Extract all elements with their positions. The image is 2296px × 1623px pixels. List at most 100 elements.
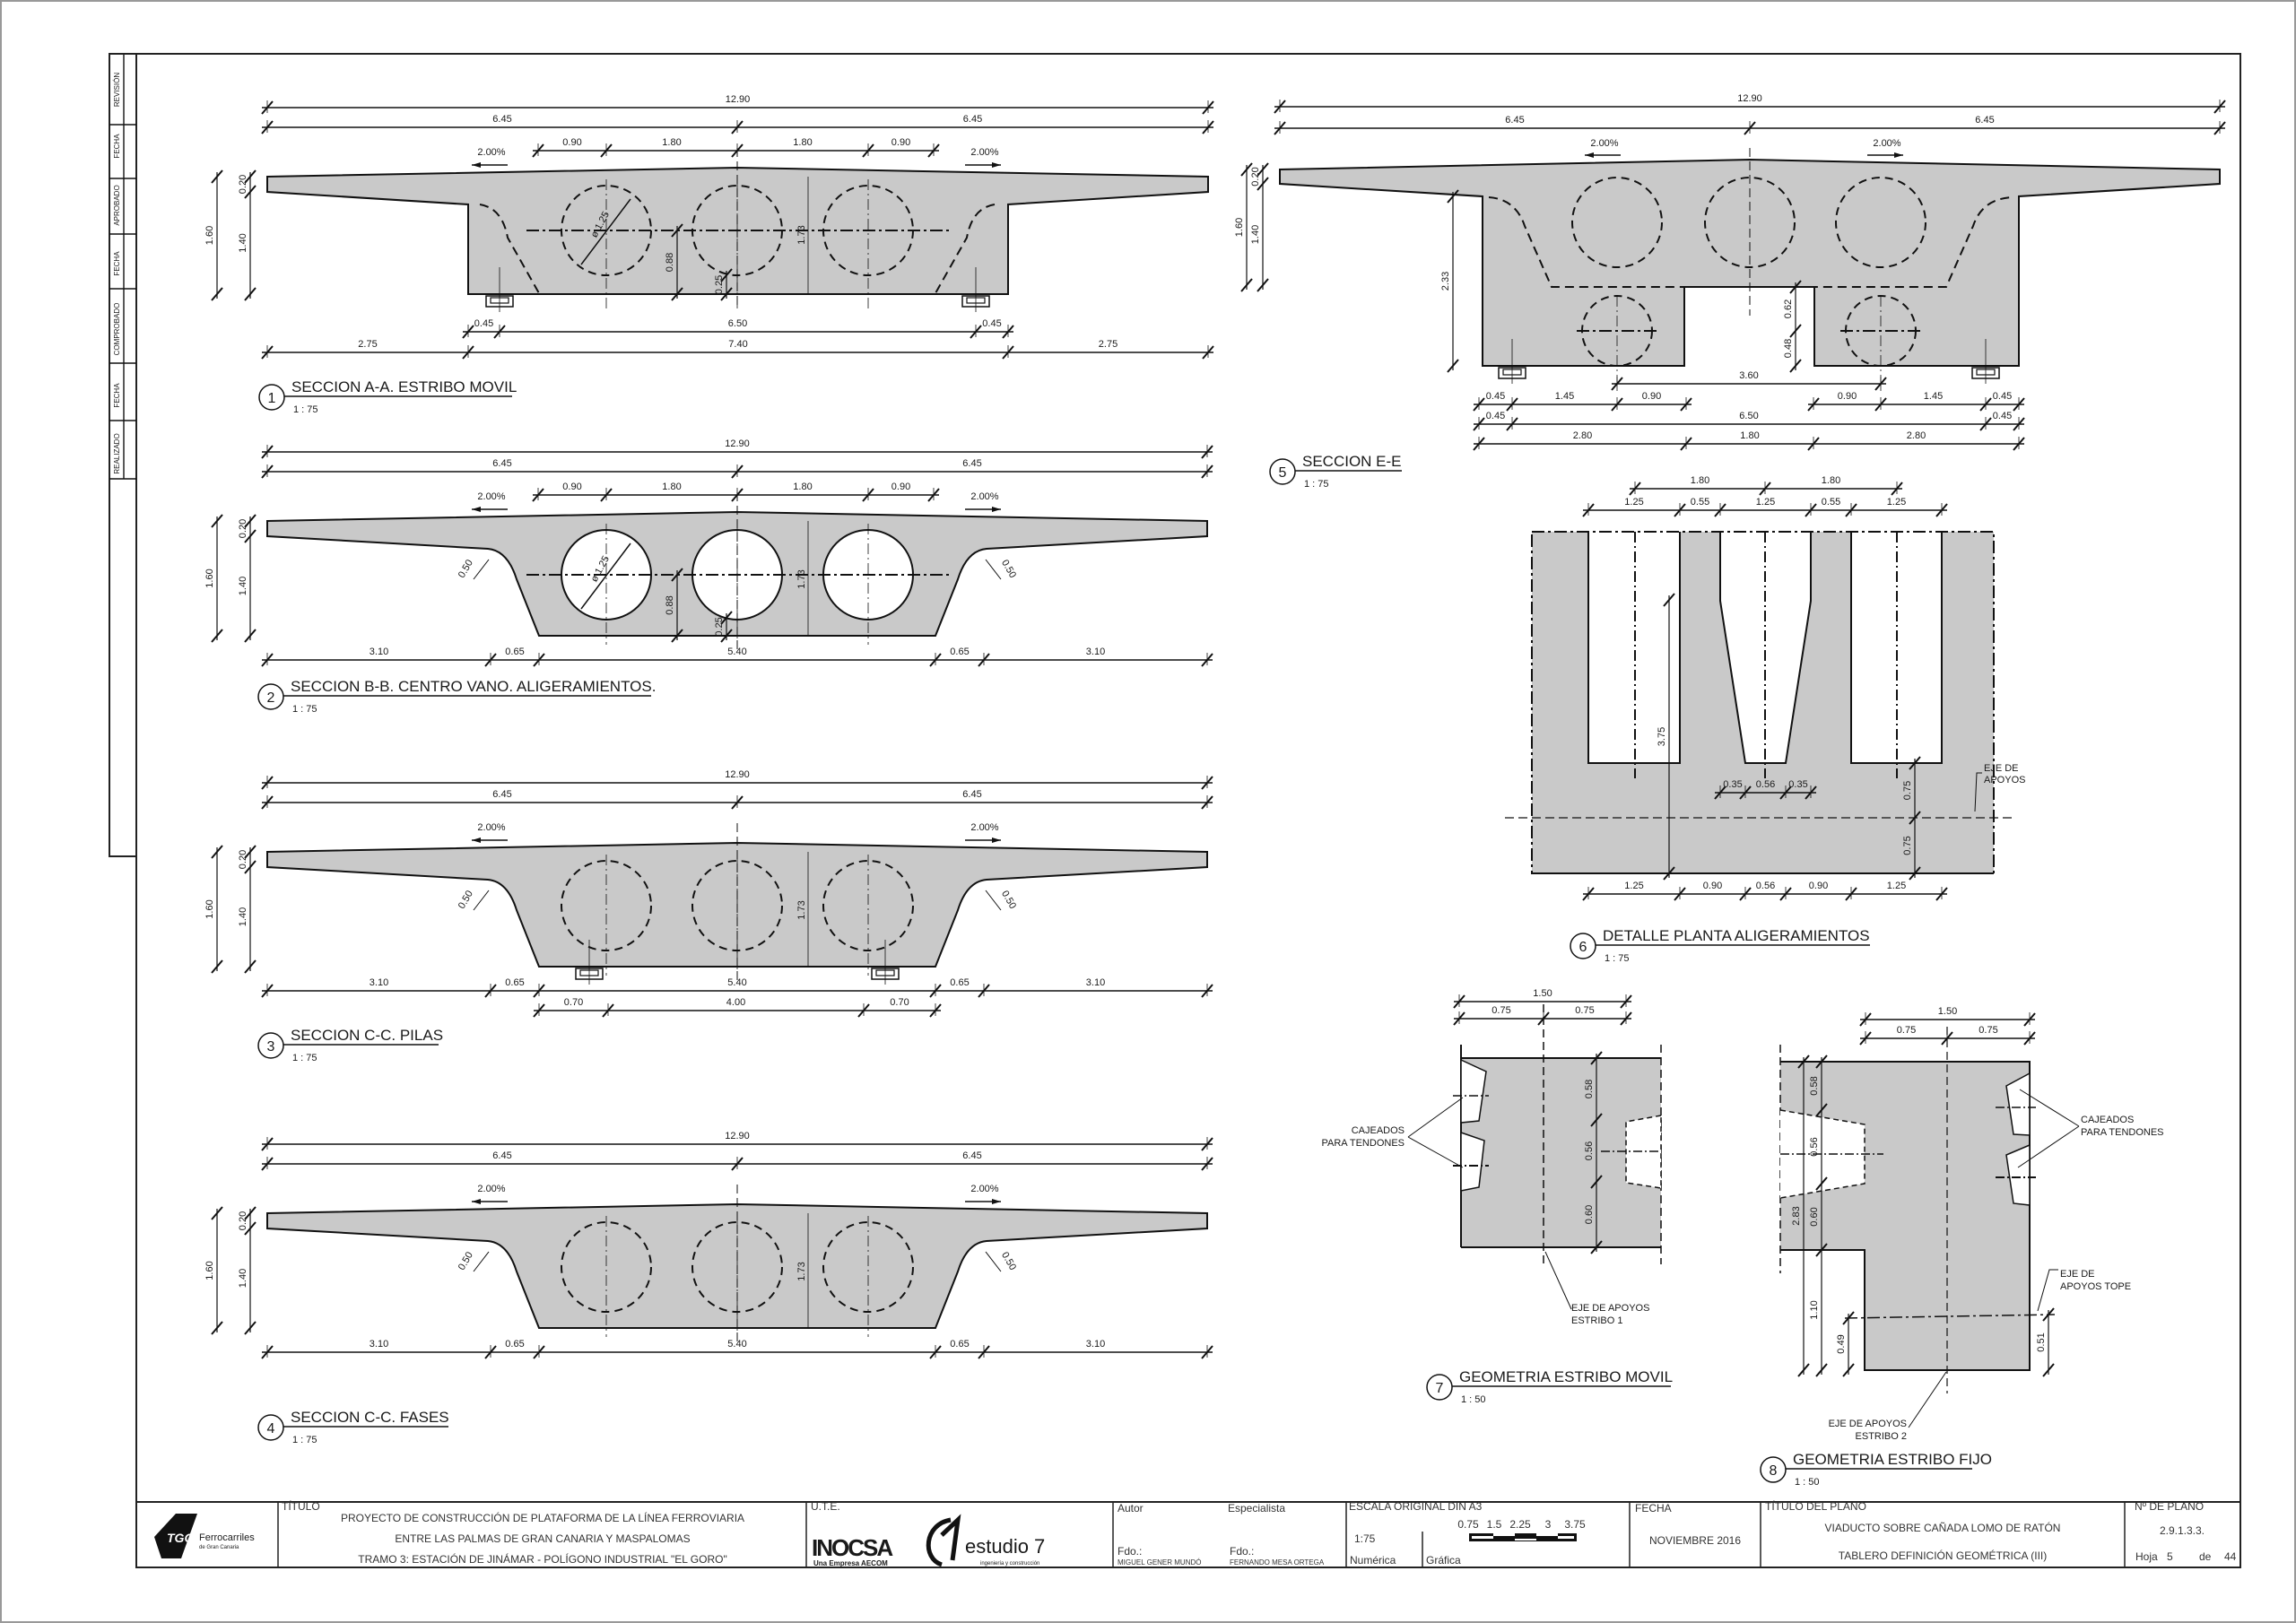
dimension-label: 0.75 bbox=[1575, 1005, 1594, 1016]
void-circle bbox=[1571, 177, 1663, 268]
dimension-label: 1.80 bbox=[793, 482, 812, 492]
slope-arrow-icon bbox=[472, 162, 508, 168]
void-circle bbox=[822, 860, 914, 951]
drawing-line bbox=[1257, 177, 1269, 191]
void-circle bbox=[561, 860, 652, 951]
dimension-vertical: 0.88 bbox=[665, 223, 683, 301]
dimension-label: 0.56 bbox=[1756, 779, 1775, 790]
drawing-line bbox=[1797, 1055, 1810, 1069]
scale-tick: 2.25 bbox=[1509, 1518, 1531, 1531]
drawing-line bbox=[671, 568, 683, 582]
plan-number: 2.9.1.3.3. bbox=[2160, 1524, 2205, 1537]
dimension-label: 0.90 bbox=[562, 482, 581, 492]
drawing-line bbox=[473, 1251, 490, 1272]
estudio7-logo-text: estudio 7 bbox=[965, 1535, 1045, 1558]
dimension-label: 0.88 bbox=[665, 253, 675, 272]
axis-label: ESTRIBO 2 bbox=[1856, 1431, 1907, 1442]
dimension-label: 1.50 bbox=[1938, 1006, 1957, 1017]
leader-line bbox=[1974, 772, 1982, 812]
dimension-horizontal: 1.50 bbox=[1859, 1006, 2036, 1027]
author-name: MIGUEL GENER MUNDÓ bbox=[1118, 1558, 1202, 1567]
section-scale: 1 : 75 bbox=[293, 404, 318, 415]
drawing-line bbox=[211, 629, 223, 643]
slope-arrow-icon bbox=[965, 838, 1001, 843]
opening bbox=[1625, 1115, 1662, 1189]
dimension-horizontal: 12.90 bbox=[261, 94, 1214, 115]
drawing-line bbox=[1815, 1055, 1828, 1069]
drawing-line bbox=[1447, 189, 1459, 204]
drawing-line bbox=[1909, 756, 1921, 770]
dimension-label: 4.00 bbox=[726, 997, 745, 1008]
dimension-vertical: 0.201.40 bbox=[238, 514, 257, 643]
tendons-label: CAJEADOS bbox=[2081, 1115, 2134, 1125]
dimension-label: 3.60 bbox=[1739, 370, 1758, 381]
slope-arrow-icon bbox=[965, 507, 1001, 512]
slope-label-left: 2.00% bbox=[477, 1184, 505, 1194]
slope-arrow-icon bbox=[472, 1199, 508, 1204]
dimension-horizontal: 1.50 bbox=[1453, 988, 1632, 1009]
dimension-vertical: 0.201.40 bbox=[238, 169, 257, 301]
slope-arrow-icon bbox=[965, 1199, 1001, 1204]
leader-line bbox=[2037, 1269, 2058, 1312]
dimension-label: 0.65 bbox=[505, 647, 524, 657]
dimension-label: 1.73 bbox=[796, 1262, 807, 1280]
project-line-3: TRAMO 3: ESTACIÓN DE JINÁMAR - POLÍGONO … bbox=[358, 1552, 726, 1566]
section-number-badge bbox=[257, 1032, 284, 1059]
dimension-label: 0.56 bbox=[1809, 1137, 1820, 1156]
section-title-text: SECCION C-C. FASES bbox=[291, 1409, 449, 1426]
section-scale: 1 : 75 bbox=[1304, 479, 1329, 490]
drawing-line bbox=[473, 890, 490, 911]
revision-label: APROBADO bbox=[113, 185, 121, 225]
dimension-label: 1.60 bbox=[1234, 218, 1245, 237]
dimension-label: 2.33 bbox=[1440, 272, 1451, 291]
scale-numeric-label: Numérica bbox=[1350, 1554, 1396, 1567]
drawing-line bbox=[720, 629, 733, 643]
dimension-label: 1.80 bbox=[1691, 475, 1709, 486]
dimension-label: 0.45 bbox=[1486, 411, 1505, 421]
dimension-label: 7.40 bbox=[728, 339, 747, 350]
dimension-horizontal: 12.90 bbox=[1274, 93, 2226, 114]
revision-label: FECHA bbox=[113, 383, 121, 408]
dimension-vertical: 0.201.40 bbox=[238, 1206, 257, 1335]
dimension-label: 0.65 bbox=[950, 1339, 969, 1350]
sheet-value: 5 bbox=[2167, 1550, 2173, 1563]
drawing-line bbox=[2042, 1363, 2055, 1377]
drawing-line bbox=[1240, 162, 1253, 177]
slope-arrow-icon bbox=[472, 838, 508, 843]
bearing-icon bbox=[575, 940, 604, 985]
dimension-label: 0.75 bbox=[1492, 1005, 1510, 1016]
dimension-vertical: 0.25 bbox=[714, 611, 733, 643]
section-title-text: GEOMETRIA ESTRIBO MOVIL bbox=[1459, 1368, 1673, 1385]
lightening-void bbox=[1851, 532, 1942, 763]
section-number: 7 bbox=[1436, 1381, 1444, 1396]
dimension-label: 0.51 bbox=[2036, 1332, 2047, 1351]
dimension-label: 0.45 bbox=[1993, 411, 2012, 421]
dimension-vertical: 0.580.560.60 bbox=[1584, 1051, 1603, 1254]
leader-line bbox=[1544, 1251, 1572, 1310]
dimension-horizontal: 12.90 bbox=[261, 769, 1213, 790]
dimension-label: 0.90 bbox=[1642, 391, 1661, 402]
dimension-label: 1.25 bbox=[1756, 497, 1775, 508]
dimension-label: 0.20 bbox=[238, 1211, 248, 1230]
author-fdo-label: Fdo.: bbox=[1118, 1545, 1142, 1558]
lightening-void bbox=[1720, 532, 1811, 763]
dimension-vertical: 0.201.40 bbox=[1250, 162, 1269, 292]
scale-tick: 3 bbox=[1545, 1518, 1552, 1531]
dimension-vertical: 0.620.48 bbox=[1783, 280, 1802, 373]
slope-label-right: 2.00% bbox=[970, 491, 998, 502]
dimension-vertical: 1.60 bbox=[204, 845, 223, 974]
dimension-label: 2.80 bbox=[1573, 430, 1592, 441]
dimension-label: 6.45 bbox=[492, 114, 511, 125]
dimension-label: 0.90 bbox=[562, 137, 581, 148]
section-number-badge bbox=[1426, 1374, 1453, 1401]
